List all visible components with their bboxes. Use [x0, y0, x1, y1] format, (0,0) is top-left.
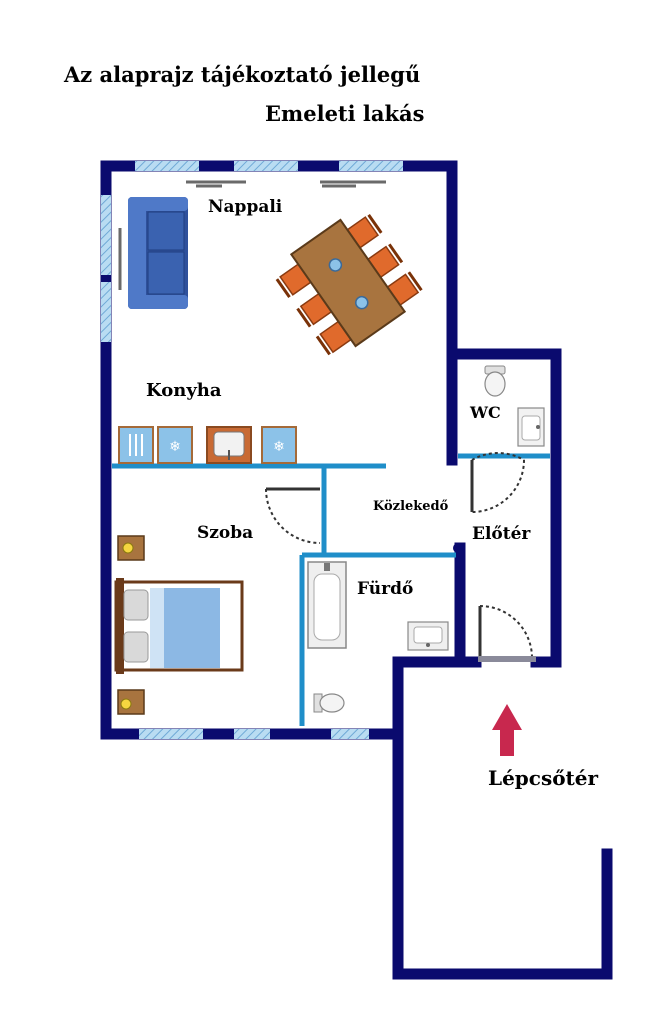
dining-table-icon [275, 213, 423, 356]
room-label-konyha: Konyha [146, 380, 222, 401]
svg-text:❄: ❄ [273, 439, 285, 455]
room-label-eloter: Előtér [472, 524, 531, 544]
doors [265, 452, 536, 662]
svg-text:❄: ❄ [169, 439, 181, 455]
toilet-icon [313, 693, 345, 713]
sink-icon [206, 426, 252, 464]
room-label-furdo: Fürdő [357, 579, 414, 599]
windows [101, 161, 403, 739]
room-label-wc: WC [470, 403, 501, 422]
room-label-kozlekedo: Közlekedő [373, 499, 449, 514]
sink-icon [517, 407, 545, 447]
room-label-lepcsoter: Lépcsőtér [488, 766, 599, 790]
nightstand-icon [117, 689, 145, 715]
freezer-icon: ❄ [261, 426, 297, 464]
fridge-icon: ❄ [157, 426, 193, 464]
room-label-nappali: Nappali [208, 197, 283, 217]
page-subtitle: Emeleti lakás [265, 101, 425, 126]
wall-joint [453, 543, 463, 553]
page-title: Az alaprajz tájékoztató jellegű [64, 62, 421, 87]
room-label-szoba: Szoba [197, 523, 254, 543]
cutlery-icon [118, 426, 154, 464]
inner-walls [112, 453, 550, 726]
kitchen-counter: ❄ ❄ [118, 426, 297, 464]
stairs-arrow-icon [492, 704, 522, 756]
toilet-icon [484, 365, 506, 397]
sofa-icon [128, 197, 188, 309]
sink-icon [407, 621, 449, 651]
bathtub-icon [307, 561, 347, 649]
window-sills [118, 180, 386, 290]
bed-icon [114, 578, 244, 674]
nightstand-icon [117, 535, 145, 561]
